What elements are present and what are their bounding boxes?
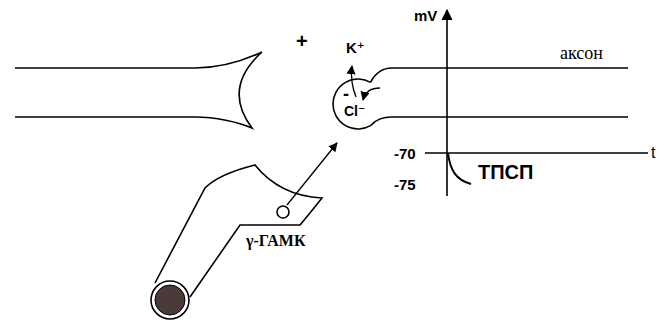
- diagram-label: -75: [394, 177, 416, 194]
- ipsp-curve: [448, 153, 471, 184]
- terminal-end-ring: [151, 281, 189, 319]
- diagram-label: γ-ГАМК: [246, 232, 306, 250]
- soma-arc: [333, 79, 371, 129]
- axon-line: [371, 68, 629, 82]
- diagram-label: mV: [414, 8, 437, 25]
- diagram-label: K⁺: [346, 40, 365, 57]
- potassium-arrow: [352, 66, 357, 97]
- ion-label: Cl⁻: [344, 104, 365, 119]
- chloride-arrow: [363, 88, 380, 100]
- time-axis: [425, 152, 648, 154]
- terminal-end-core: [155, 285, 185, 315]
- ion-label: -: [343, 85, 349, 105]
- voltage-axis: [446, 10, 448, 196]
- synaptic-vesicle: [277, 206, 289, 218]
- transmitter-arrow: [287, 143, 337, 205]
- soma-circle: -Cl⁻: [332, 78, 384, 130]
- presynaptic-terminal: [15, 52, 262, 128]
- diagram-label: -70: [394, 146, 416, 163]
- diagram-label: аксон: [560, 44, 603, 64]
- axon-line: [371, 117, 629, 126]
- diagram-label: t: [651, 144, 655, 162]
- diagram-label: +: [296, 30, 308, 52]
- diagram-label: ТПСП: [478, 161, 533, 183]
- inhibitory-terminal: [155, 165, 322, 297]
